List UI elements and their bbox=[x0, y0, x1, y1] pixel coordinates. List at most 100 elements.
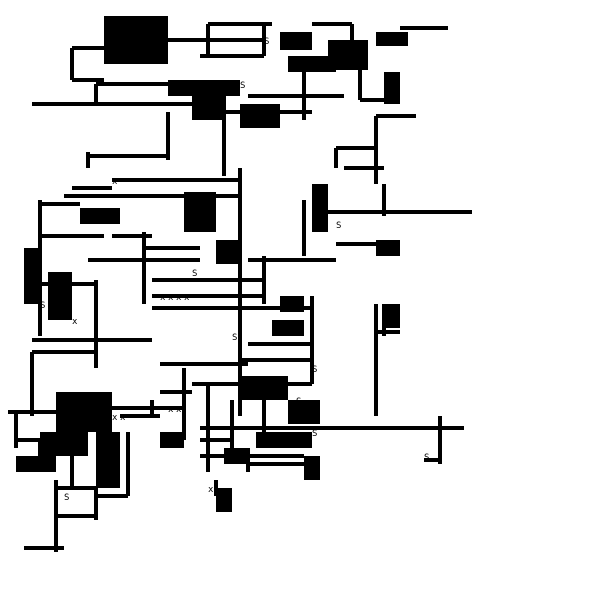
room-block bbox=[384, 304, 400, 328]
corridor-wall bbox=[310, 296, 314, 384]
room-block bbox=[96, 432, 120, 488]
room-block bbox=[16, 456, 56, 472]
room-block bbox=[376, 240, 400, 256]
corridor-wall bbox=[112, 406, 184, 410]
stairs-marker-11: S bbox=[240, 453, 245, 463]
corridor-wall bbox=[152, 306, 312, 310]
room-block bbox=[288, 400, 320, 424]
stairs-marker-0: S bbox=[152, 33, 157, 43]
corridor-wall bbox=[142, 232, 146, 304]
item-marker-3: x bbox=[176, 293, 182, 303]
corridor-wall bbox=[160, 390, 192, 394]
corridor-wall bbox=[150, 400, 154, 416]
stairs-marker-7: S bbox=[232, 333, 237, 343]
corridor-wall bbox=[88, 258, 200, 262]
corridor-wall bbox=[94, 84, 98, 104]
corridor-wall bbox=[40, 234, 104, 238]
corridor-wall bbox=[8, 410, 56, 414]
room-block bbox=[256, 432, 312, 448]
item-marker-2: x bbox=[168, 293, 174, 303]
corridor-wall bbox=[248, 462, 304, 466]
corridor-wall bbox=[376, 114, 416, 118]
room-block bbox=[48, 272, 72, 320]
stairs-marker-8: S bbox=[312, 365, 317, 375]
corridor-wall bbox=[206, 24, 210, 56]
room-block bbox=[288, 56, 336, 72]
item-marker-6: x bbox=[176, 405, 182, 415]
corridor-wall bbox=[54, 480, 58, 552]
corridor-wall bbox=[320, 210, 472, 214]
corridor-wall bbox=[32, 350, 96, 354]
stairs-marker-9: S bbox=[296, 397, 301, 407]
corridor-wall bbox=[94, 488, 98, 520]
stairs-marker-3: S bbox=[336, 221, 341, 231]
stairs-marker-12: S bbox=[424, 453, 429, 463]
room-block bbox=[240, 104, 280, 128]
corridor-wall bbox=[200, 438, 232, 442]
corridor-wall bbox=[438, 416, 442, 464]
corridor-wall bbox=[208, 22, 272, 26]
corridor-wall bbox=[312, 22, 352, 26]
item-marker-5: x bbox=[168, 405, 174, 415]
corridor-wall bbox=[440, 426, 464, 430]
corridor-wall bbox=[382, 184, 386, 216]
corridor-wall bbox=[120, 414, 160, 418]
corridor-wall bbox=[214, 480, 218, 496]
corridor-wall bbox=[302, 200, 306, 256]
stairs-marker-10: S bbox=[312, 429, 317, 439]
room-block bbox=[184, 192, 216, 232]
corridor-wall bbox=[112, 178, 240, 182]
room-block bbox=[104, 16, 168, 64]
corridor-wall bbox=[336, 242, 376, 246]
corridor-wall bbox=[360, 98, 400, 102]
stairs-marker-2: S bbox=[264, 37, 269, 47]
corridor-wall bbox=[24, 546, 64, 550]
room-block bbox=[192, 96, 224, 120]
item-marker-7: x bbox=[112, 413, 118, 423]
item-marker-9: x bbox=[208, 485, 214, 495]
corridor-wall bbox=[38, 200, 42, 336]
room-block bbox=[240, 376, 288, 400]
corridor-wall bbox=[240, 358, 312, 362]
room-block bbox=[24, 248, 40, 304]
stairs-marker-6: S bbox=[40, 301, 45, 311]
corridor-wall bbox=[96, 494, 128, 498]
stairs-marker-5: S bbox=[192, 269, 197, 279]
corridor-wall bbox=[16, 438, 40, 442]
corridor-wall bbox=[88, 154, 168, 158]
corridor-wall bbox=[182, 368, 186, 440]
room-block bbox=[40, 432, 88, 456]
corridor-wall bbox=[64, 194, 240, 198]
corridor-wall bbox=[40, 202, 80, 206]
corridor-wall bbox=[224, 110, 312, 114]
corridor-wall bbox=[70, 48, 74, 80]
corridor-wall bbox=[222, 80, 226, 176]
corridor-wall bbox=[320, 426, 440, 430]
stairs-marker-1: S bbox=[240, 81, 245, 91]
corridor-wall bbox=[230, 400, 234, 448]
corridor-wall bbox=[160, 362, 248, 366]
corridor-wall bbox=[30, 352, 34, 416]
corridor-wall bbox=[358, 56, 362, 100]
corridor-wall bbox=[248, 94, 344, 98]
corridor-wall bbox=[32, 102, 224, 106]
corridor-wall bbox=[168, 38, 264, 42]
room-block bbox=[304, 456, 320, 480]
room-block bbox=[280, 32, 312, 50]
corridor-wall bbox=[200, 54, 264, 58]
corridor-wall bbox=[32, 338, 152, 342]
corridor-wall bbox=[262, 24, 266, 56]
corridor-wall bbox=[246, 448, 250, 472]
corridor-wall bbox=[424, 458, 440, 462]
corridor-wall bbox=[344, 166, 384, 170]
corridor-wall bbox=[40, 282, 96, 286]
room-block bbox=[376, 32, 408, 46]
corridor-wall bbox=[72, 186, 112, 190]
corridor-wall bbox=[200, 426, 320, 430]
corridor-wall bbox=[200, 454, 304, 458]
corridor-wall bbox=[382, 304, 386, 336]
room-block bbox=[312, 184, 328, 232]
corridor-wall bbox=[14, 412, 18, 448]
room-block bbox=[56, 392, 112, 432]
